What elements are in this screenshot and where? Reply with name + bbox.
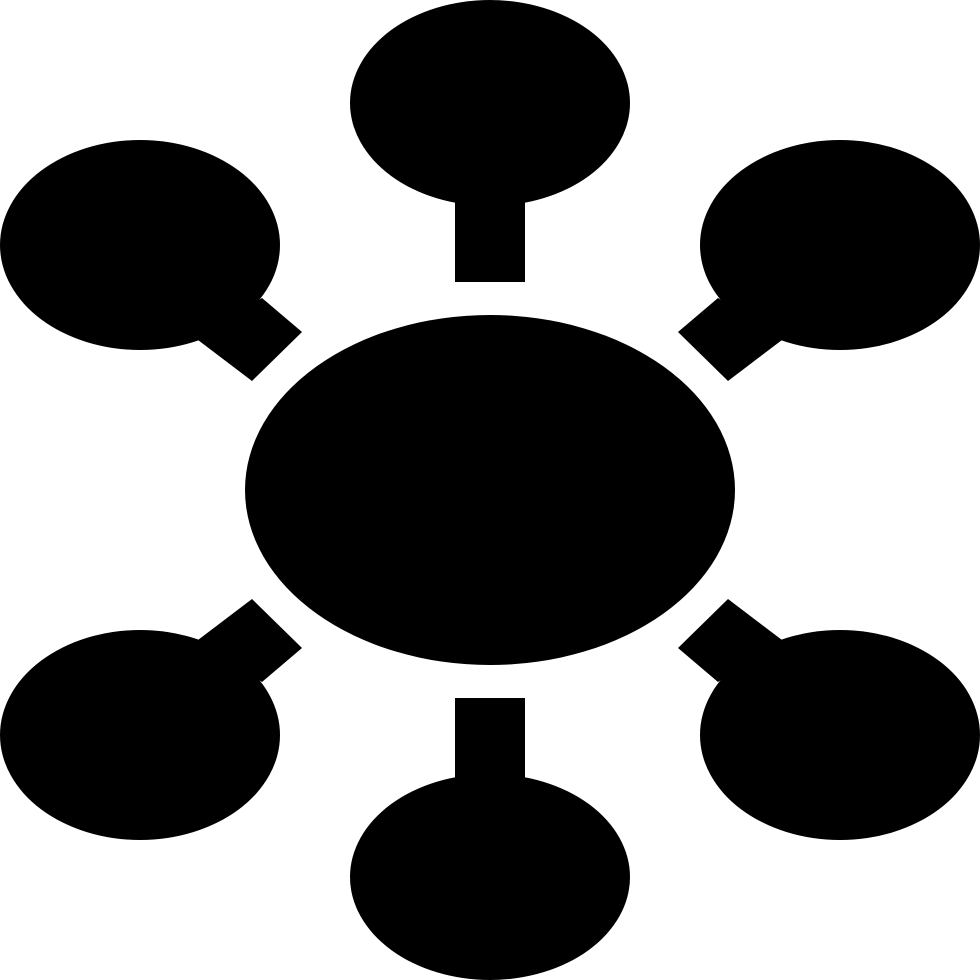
node-bottom [350,774,630,980]
node-top [350,0,630,206]
connector-bottom [455,698,525,780]
node-top-left [0,140,280,350]
connector-bottom-right [678,599,782,682]
connector-top-left [198,298,302,381]
center-node [245,315,735,665]
node-bottom-left [0,630,280,840]
center-hub [228,298,752,682]
node-top-right [700,140,980,350]
connector-bottom-left [198,599,302,682]
connector-top [455,200,525,282]
connector-top-right [678,298,782,381]
node-bottom-right [700,630,980,840]
connectors [198,200,782,780]
